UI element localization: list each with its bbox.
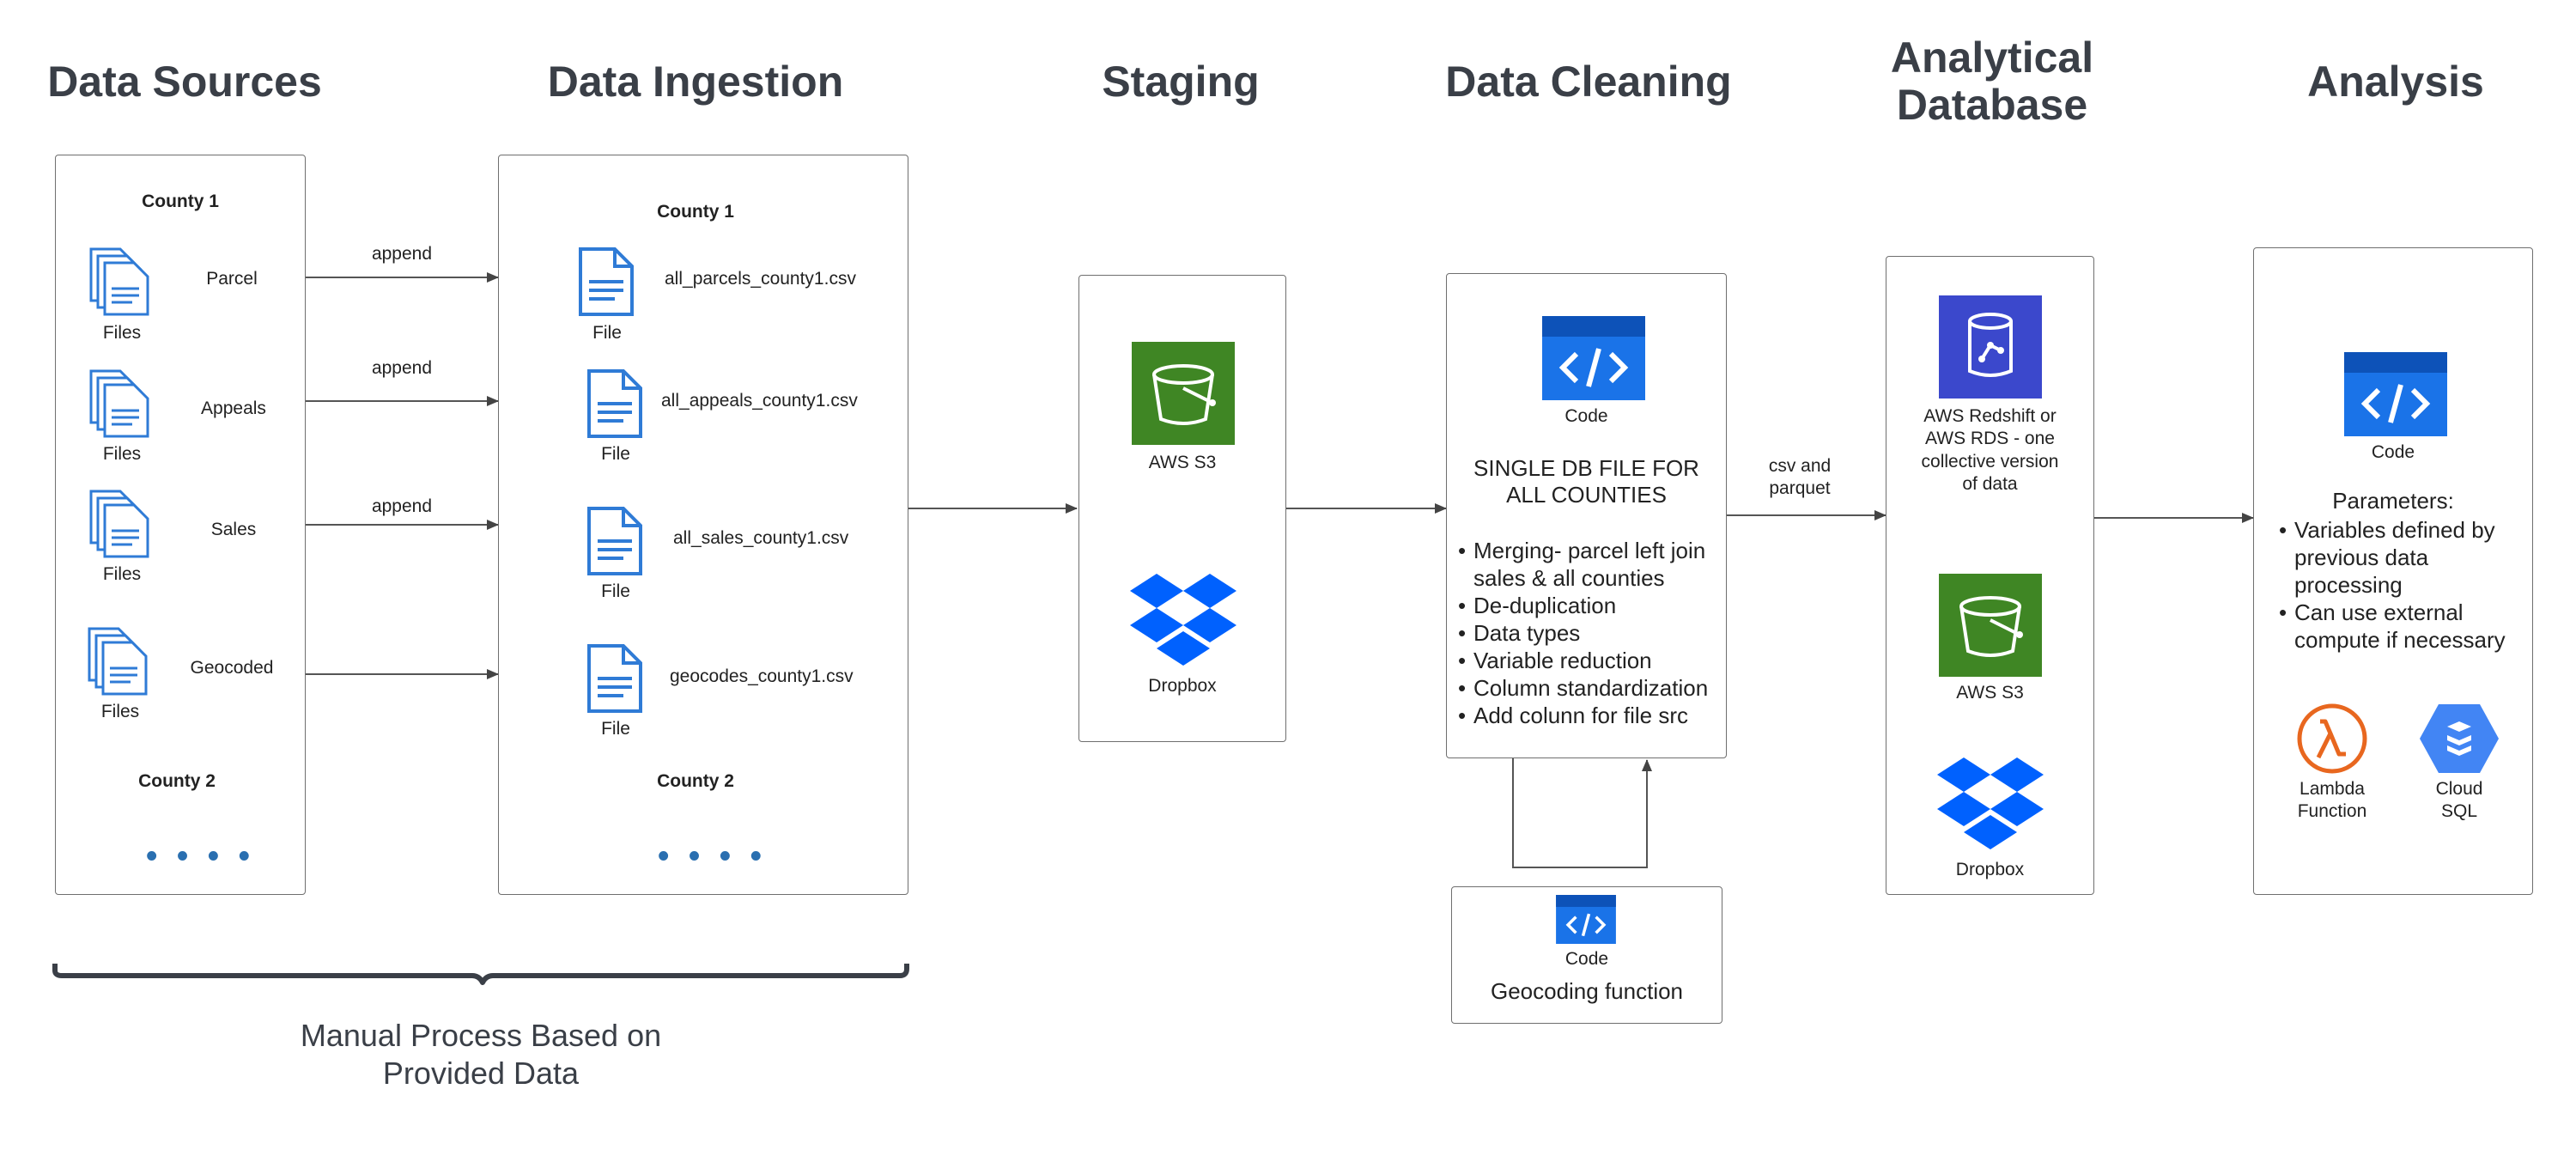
loop-geocoding <box>1512 758 1652 868</box>
staging-s3-label: AWS S3 <box>1148 453 1217 472</box>
files-icon-appeals <box>88 368 156 440</box>
brace <box>52 964 909 985</box>
ingestion-file-parcels: all_parcels_county1.csv <box>665 269 856 289</box>
lambda-label: Lambda Function <box>2289 778 2375 824</box>
header-data-cleaning: Data Cleaning <box>1445 58 1732 106</box>
files-label-appeals: Files <box>102 444 142 464</box>
files-icon-geocoded <box>86 625 155 697</box>
ingestion-file-geocodes: geocodes_county1.csv <box>670 666 854 686</box>
append-label-2: append <box>371 358 433 378</box>
ingestion-file-appeals: all_appeals_county1.csv <box>661 391 858 411</box>
analysis-params-title: Parameters: <box>2332 488 2454 514</box>
file-label-geocodes: File <box>601 719 630 739</box>
ingestion-county1: County 1 <box>657 202 734 222</box>
sources-county2: County 2 <box>138 771 216 791</box>
source-appeals: Appeals <box>201 399 266 418</box>
lambda-line2: Function <box>2297 801 2367 822</box>
code-icon-geocoding <box>1556 895 1616 944</box>
staging-dropbox-label: Dropbox <box>1148 676 1217 696</box>
cloudsql-line1: Cloud <box>2435 779 2483 799</box>
cleaning-step-file-src: Add colunn for file src <box>1458 702 1724 729</box>
header-analytical-line1: Analytical <box>1890 33 2094 82</box>
cleaning-step-types: Data types <box>1458 619 1724 647</box>
header-data-sources: Data Sources <box>47 58 322 106</box>
redshift-label: AWS Redshift or AWS RDS - one collective… <box>1886 405 2094 496</box>
header-data-ingestion: Data Ingestion <box>547 58 844 106</box>
csv-parquet-line2: parquet <box>1769 478 1831 499</box>
redshift-icon <box>1939 295 2042 399</box>
files-label-sales: Files <box>102 564 142 584</box>
cloud-sql-icon <box>2418 703 2500 775</box>
cloudsql-line2: SQL <box>2440 801 2478 822</box>
cleaning-steps: Merging- parcel left join sales & all co… <box>1458 537 1724 729</box>
source-sales: Sales <box>210 520 257 539</box>
csv-parquet-label: csv and parquet <box>1748 455 1851 501</box>
append-label-3: append <box>371 496 433 516</box>
analysis-param-compute: Can use external compute if necessary <box>2279 599 2528 654</box>
redshift-line3: collective version <box>1921 451 2059 472</box>
cleaning-step-merging: Merging- parcel left join sales & all co… <box>1458 537 1724 592</box>
sources-ellipsis: • • • • <box>146 838 255 874</box>
cleaning-title-line1: SINGLE DB FILE FOR <box>1473 455 1699 481</box>
ingestion-ellipsis: • • • • <box>658 838 767 874</box>
cloud-sql-label: Cloud SQL <box>2416 778 2502 824</box>
cleaning-step-reduction: Variable reduction <box>1458 647 1724 674</box>
file-label-appeals: File <box>601 444 630 464</box>
file-icon-sales <box>586 505 646 577</box>
redshift-line1: AWS Redshift or <box>1923 406 2057 426</box>
source-parcel: Parcel <box>206 269 258 289</box>
header-analysis: Analysis <box>2307 58 2484 106</box>
header-analytical-line2: Database <box>1896 81 2088 129</box>
sources-county1: County 1 <box>142 192 219 211</box>
analysis-code-label: Code <box>2371 442 2415 462</box>
source-geocoded: Geocoded <box>190 658 274 678</box>
file-icon-parcels <box>577 246 637 318</box>
analysis-params: Variables defined by previous data proce… <box>2279 516 2528 654</box>
cleaning-title: SINGLE DB FILE FOR ALL COUNTIES <box>1446 455 1727 508</box>
lambda-line1: Lambda <box>2300 779 2365 799</box>
brace-label: Manual Process Based on Provided Data <box>258 1017 704 1092</box>
aws-s3-icon-staging <box>1132 342 1235 445</box>
lambda-icon <box>2296 703 2368 775</box>
files-label-geocoded: Files <box>100 702 140 721</box>
brace-label-line1: Manual Process Based on <box>300 1018 662 1053</box>
code-icon-cleaning <box>1542 316 1645 400</box>
aws-s3-icon-db <box>1939 574 2042 677</box>
files-icon-sales <box>88 488 156 560</box>
file-icon-geocodes <box>586 642 646 715</box>
ingestion-county2: County 2 <box>657 771 734 791</box>
geocoding-code-label: Code <box>1564 949 1609 969</box>
brace-label-line2: Provided Data <box>382 1056 580 1091</box>
file-label-sales: File <box>601 581 630 601</box>
files-label-parcel: Files <box>102 323 142 343</box>
redshift-line2: AWS RDS - one <box>1925 429 2055 449</box>
header-staging: Staging <box>1102 58 1260 106</box>
append-label-1: append <box>371 244 433 264</box>
cleaning-step-dedup: De-duplication <box>1458 592 1724 619</box>
file-icon-appeals <box>586 368 646 440</box>
csv-parquet-line1: csv and <box>1768 456 1832 476</box>
cleaning-step-standardization: Column standardization <box>1458 674 1724 702</box>
db-dropbox-label: Dropbox <box>1955 860 2025 879</box>
data-ingestion-box <box>498 155 908 895</box>
cleaning-code-label: Code <box>1564 406 1608 426</box>
code-icon-analysis <box>2344 352 2447 436</box>
analysis-param-variables: Variables defined by previous data proce… <box>2279 516 2528 599</box>
geocoding-label: Geocoding function <box>1490 978 1684 1004</box>
cleaning-title-line2: ALL COUNTIES <box>1506 482 1667 508</box>
ingestion-file-sales: all_sales_county1.csv <box>673 528 849 548</box>
header-analytical-database: Analytical Database <box>1829 34 2155 129</box>
files-icon-parcel <box>88 246 156 318</box>
redshift-line4: of data <box>1962 473 2018 494</box>
db-s3-label: AWS S3 <box>1956 683 2024 703</box>
file-label-parcels: File <box>592 323 622 343</box>
dropbox-icon-staging <box>1130 574 1236 670</box>
dropbox-icon-db <box>1937 757 2044 854</box>
